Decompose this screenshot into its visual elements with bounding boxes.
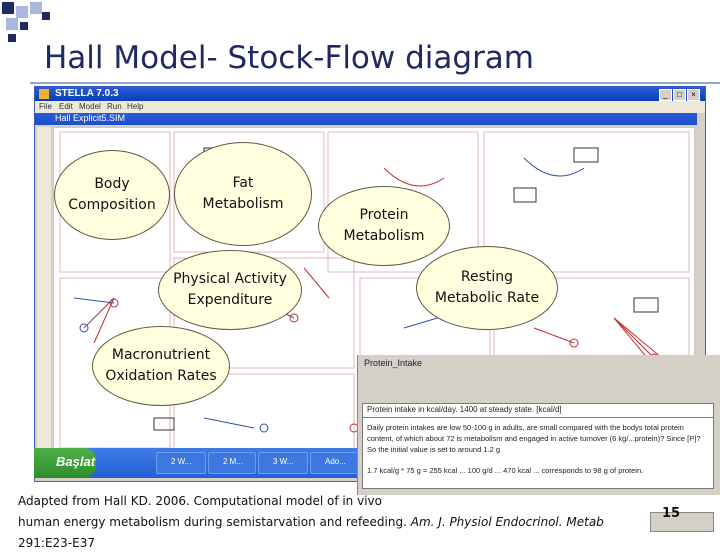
close-button[interactable]: × — [687, 89, 700, 101]
physical-activity-expenditure-label: Physical Activity Expenditure — [158, 250, 302, 330]
corner-square-2 — [16, 6, 28, 18]
sector-label: Physical Activity Expenditure — [173, 271, 287, 308]
stock-3 — [633, 297, 659, 313]
resting-metabolic-rate-label: Resting Metabolic Rate — [416, 246, 558, 330]
documentation-text: Daily protein intakes are low 50-100 g i… — [367, 423, 701, 454]
protein-metabolism-label: Protein Metabolism — [318, 186, 450, 266]
app-icon — [39, 89, 49, 99]
tool-strip — [37, 127, 51, 457]
menu-run[interactable]: Run — [107, 102, 122, 111]
corner-square-4 — [6, 18, 18, 30]
taskbar: Başlat 2 W... 2 M... 3 W... Ado... — [34, 448, 364, 478]
app-titlebar: STELLA 7.0.3 _ □ × — [35, 87, 705, 101]
connector-2 — [93, 297, 115, 344]
documentation-field[interactable]: Daily protein intakes are low 50-100 g i… — [362, 417, 714, 489]
connector-7 — [383, 167, 445, 187]
taskbar-item-2[interactable]: 2 M... — [208, 452, 256, 474]
document-title: Hall Explicit5.SIM — [55, 113, 126, 123]
taskbar-item-label: 3 W... — [273, 457, 294, 466]
connector-12 — [523, 157, 585, 177]
corner-square-3 — [30, 2, 42, 14]
converter-3 — [289, 313, 299, 323]
citation-line-1: Adapted from Hall KD. 2006. Computationa… — [18, 494, 382, 508]
menu-bar: File Edit Model Run Help — [35, 101, 705, 113]
connector-3 — [303, 267, 330, 299]
corner-square-5 — [20, 22, 28, 30]
sector-box-4 — [483, 131, 690, 273]
connector-8 — [533, 327, 575, 344]
variable-dialog-title: Protein_Intake — [364, 358, 423, 368]
page-number-box — [650, 512, 714, 532]
corner-square-1 — [2, 2, 14, 14]
sector-label: Resting Metabolic Rate — [434, 269, 540, 306]
stock-2 — [513, 187, 537, 203]
equation-text: Protein intake in kcal/day. 1400 at stea… — [367, 405, 562, 414]
stock-5 — [573, 147, 599, 163]
corner-square-7 — [8, 34, 16, 42]
title-rule — [30, 82, 720, 84]
sector-label: Body Composition — [68, 176, 156, 213]
body-composition-label: Body Composition — [54, 150, 170, 240]
converter-7 — [259, 423, 269, 433]
taskbar-item-label: 2 M... — [223, 457, 244, 466]
converter-1 — [109, 298, 119, 308]
citation-pages: 291:E23-E37 — [18, 536, 95, 550]
fat-metabolism-label: Fat Metabolism — [174, 142, 312, 246]
connector-4 — [613, 317, 655, 359]
minimize-button[interactable]: _ — [659, 89, 672, 101]
taskbar-item-4[interactable]: Ado... — [310, 452, 362, 474]
page-number: 15 — [662, 506, 681, 521]
corner-square-6 — [42, 12, 50, 20]
citation-line-2: human energy metabolism during semistarv… — [18, 515, 411, 529]
start-button[interactable]: Başlat — [34, 448, 96, 478]
connector-1 — [83, 297, 115, 329]
taskbar-item-label: Ado... — [325, 457, 346, 466]
slide-title: Hall Model- Stock-Flow diagram — [44, 40, 535, 76]
macronutrient-oxidation-rates-label: Macronutrient Oxidation Rates — [92, 326, 230, 406]
document-titlebar: Hall Explicit5.SIM — [35, 113, 697, 125]
menu-edit[interactable]: Edit — [59, 102, 73, 111]
sector-box-3 — [327, 131, 479, 273]
documentation-text-2: 1.7 kcal/g * 75 g = 255 kcal ... 100 g/d… — [367, 466, 644, 475]
converter-8 — [569, 338, 579, 348]
menu-model[interactable]: Model — [79, 102, 101, 111]
connector-13 — [203, 417, 255, 429]
maximize-button[interactable]: □ — [673, 89, 686, 101]
citation: Adapted from Hall KD. 2006. Computationa… — [18, 491, 658, 554]
converter-2 — [79, 323, 89, 333]
connector-9 — [73, 297, 115, 304]
start-button-label: Başlat — [56, 454, 96, 469]
stock-4 — [153, 417, 175, 431]
menu-help[interactable]: Help — [127, 102, 144, 111]
taskbar-item-label: 2 W... — [171, 457, 192, 466]
sector-label: Fat Metabolism — [202, 175, 284, 212]
sector-label: Protein Metabolism — [343, 207, 425, 244]
sector-label: Macronutrient Oxidation Rates — [105, 347, 217, 384]
taskbar-item-3[interactable]: 3 W... — [258, 452, 308, 474]
equation-field[interactable]: Protein intake in kcal/day. 1400 at stea… — [362, 403, 714, 418]
app-title: STELLA 7.0.3 — [55, 88, 119, 99]
taskbar-item-1[interactable]: 2 W... — [156, 452, 206, 474]
variable-dialog: Protein_Intake Protein intake in kcal/da… — [357, 355, 720, 495]
citation-journal: Am. J. Physiol Endocrinol. Metab — [410, 515, 604, 529]
menu-file[interactable]: File — [39, 102, 52, 111]
